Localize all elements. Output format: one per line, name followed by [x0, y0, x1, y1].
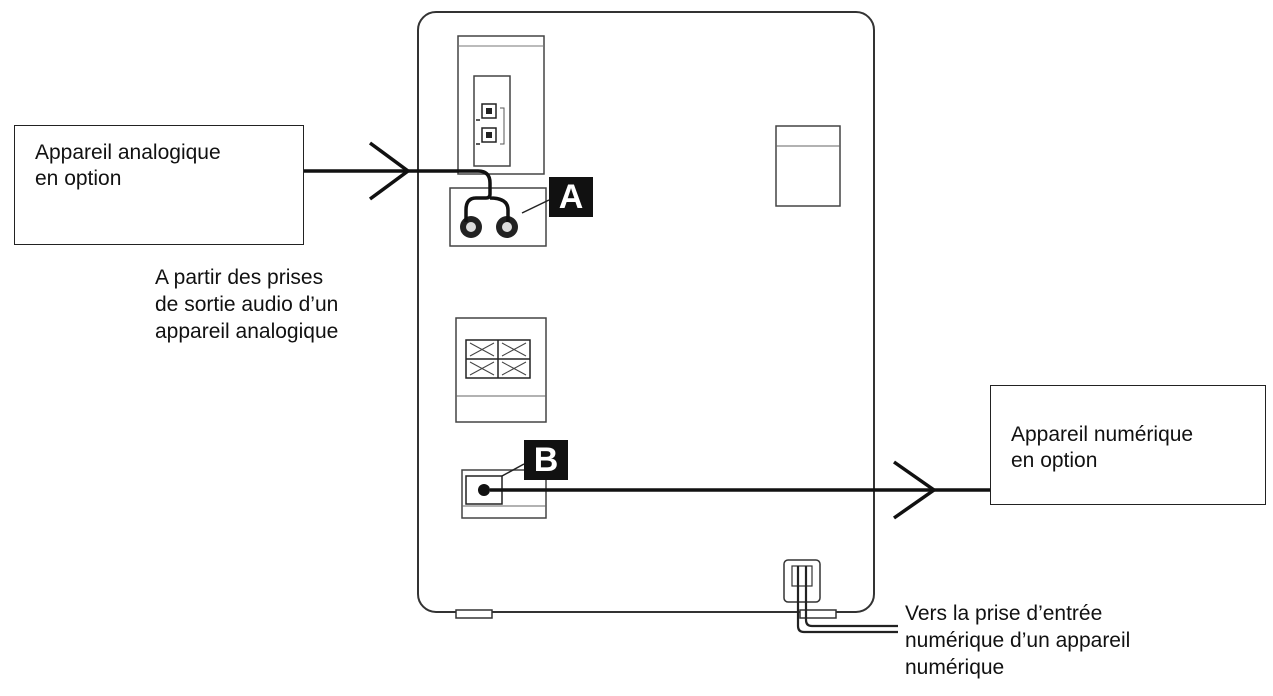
analog-cable [304, 169, 510, 222]
analog-source-line1: A partir des prises [155, 266, 324, 289]
digital-destination-line2: numérique d’un appareil [905, 629, 1131, 652]
analog-signal-arrow [368, 141, 411, 201]
analog-source-line3: appareil analogique [155, 320, 339, 343]
badge-a: A [549, 177, 593, 217]
analog-device-line1: Appareil analogique [35, 141, 221, 164]
analog-source-line2: de sortie audio d’un [155, 293, 339, 316]
digital-signal-arrow [892, 460, 938, 520]
side-panel [775, 125, 841, 207]
badge-b-pointer [501, 463, 525, 477]
digital-device-line1: Appareil numérique [1011, 423, 1194, 446]
unit-foot-left [455, 609, 493, 619]
digital-destination-line3: numérique [905, 656, 1005, 679]
analog-device-box: Appareil analogique en option [14, 125, 304, 245]
digital-device-box: Appareil numérique en option [990, 385, 1266, 505]
digital-destination-line1: Vers la prise d’entrée [905, 602, 1103, 625]
unit-foot-right [799, 609, 837, 619]
optical-cable [796, 566, 898, 634]
analog-source-caption: A partir des prises de sortie audio d’un… [155, 264, 338, 345]
badge-a-pointer [521, 199, 550, 214]
digital-device-line2: en option [1011, 449, 1098, 472]
analog-device-line2: en option [35, 167, 122, 190]
digital-destination-caption: Vers la prise d’entrée numérique d’un ap… [905, 600, 1130, 681]
badge-b: B [524, 440, 568, 480]
